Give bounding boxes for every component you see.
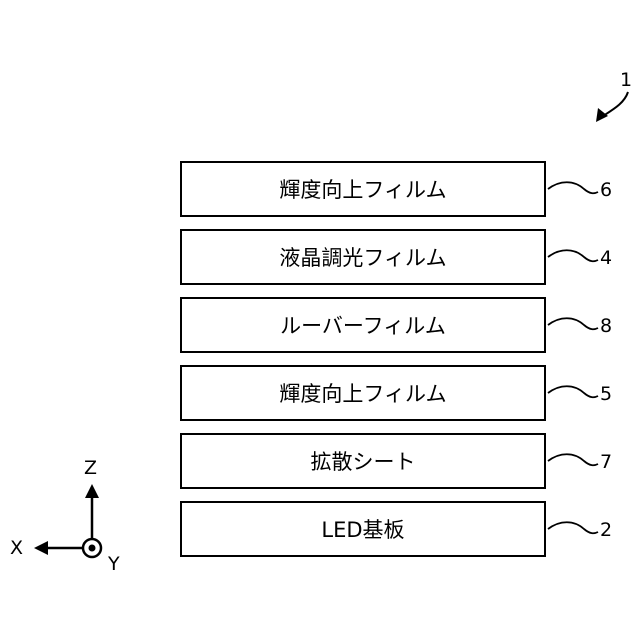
- leader-line-8: [548, 318, 598, 329]
- layer-label: LED基板: [321, 514, 404, 544]
- layer-box-3: ルーバーフィルム: [180, 297, 546, 353]
- layer-label: 拡散シート: [311, 446, 416, 476]
- x-axis-label: X: [10, 538, 23, 558]
- layer-box-5: 拡散シート: [180, 433, 546, 489]
- layer-ref-number: 2: [600, 520, 612, 540]
- z-axis-arrowhead: [85, 484, 99, 498]
- y-axis-label: Y: [108, 554, 120, 574]
- leader-line-5: [548, 386, 598, 397]
- layer-ref-number: 5: [600, 384, 612, 404]
- layer-box-4: 輝度向上フィルム: [180, 365, 546, 421]
- overall-ref-label: 1: [620, 70, 632, 90]
- layer-label: 輝度向上フィルム: [279, 378, 446, 408]
- layer-ref-number: 4: [600, 248, 612, 268]
- layer-box-6: LED基板: [180, 501, 546, 557]
- leader-line-6: [548, 182, 598, 193]
- x-axis-arrowhead: [34, 541, 48, 555]
- layer-ref-number: 6: [600, 180, 612, 200]
- z-axis-label: Z: [84, 458, 97, 478]
- layer-box-2: 液晶調光フィルム: [180, 229, 546, 285]
- layer-box-1: 輝度向上フィルム: [180, 161, 546, 217]
- y-axis-dot: [89, 545, 96, 552]
- layer-label: ルーバーフィルム: [280, 310, 446, 340]
- leader-line-2: [548, 522, 598, 533]
- leader-line-4: [548, 250, 598, 261]
- overall-ref-arrowhead: [596, 108, 608, 122]
- layer-ref-number: 7: [600, 452, 612, 472]
- layer-ref-number: 8: [600, 316, 612, 336]
- layer-label: 液晶調光フィルム: [279, 242, 446, 272]
- leader-line-7: [548, 454, 598, 465]
- layer-label: 輝度向上フィルム: [279, 174, 446, 204]
